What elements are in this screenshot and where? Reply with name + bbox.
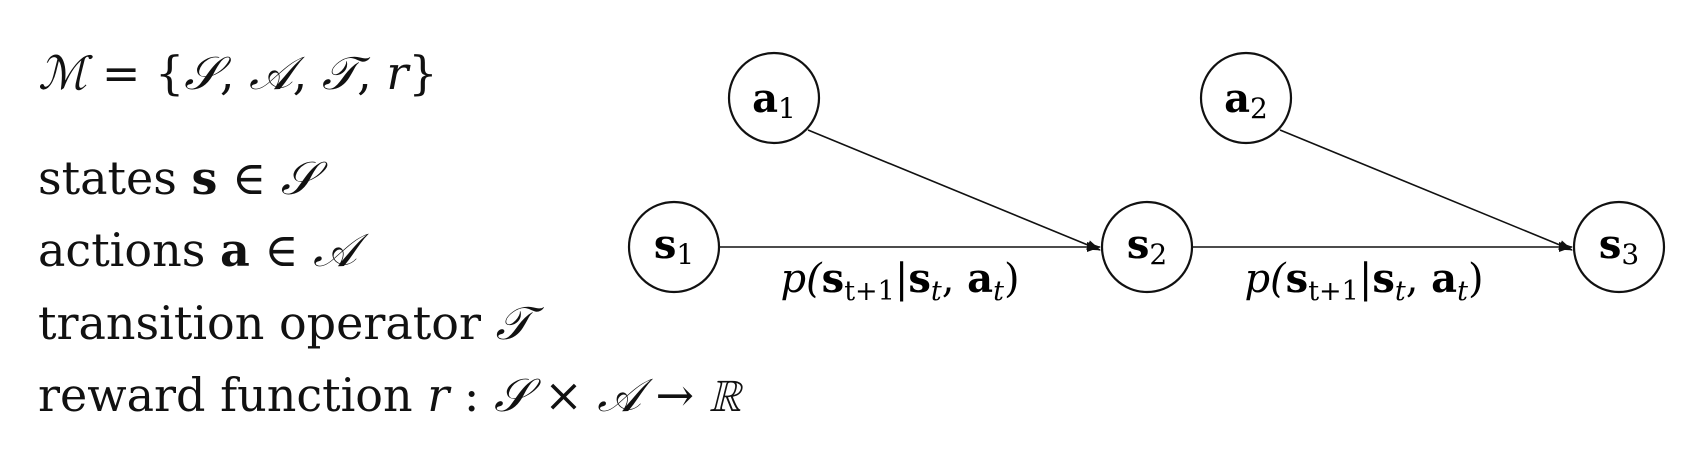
edge-a1-s2 [807, 129, 1101, 251]
mdp-transition-op: 𝒯 [321, 46, 358, 100]
reward-label: reward function [38, 368, 413, 422]
transition-definition: transition operator 𝒯 [38, 300, 531, 346]
action-set-symbol: 𝒜 [313, 223, 357, 277]
node-s2-label: s2 [1127, 221, 1167, 271]
mdp-reward: r [386, 46, 409, 100]
set-close-brace: } [408, 46, 438, 100]
reward-signature: 𝒮 × 𝒜 → ℝ [494, 368, 742, 422]
mdp-definition: ℳ = {𝒮, 𝒜, 𝒯, r} [38, 50, 438, 96]
mdp-action-set: 𝒜 [249, 46, 293, 100]
set-open-brace: { [155, 46, 185, 100]
reward-definition: reward function r : 𝒮 × 𝒜 → ℝ [38, 372, 741, 418]
actions-label: actions [38, 223, 206, 277]
equals-sign: = [101, 46, 141, 100]
transition-label-1: p(st+1|st, at) [780, 255, 1019, 307]
transition-label-2: p(st+1|st, at) [1244, 255, 1483, 307]
element-of-sign: ∈ [232, 151, 267, 205]
node-a1-label: a1 [752, 75, 796, 125]
mdp-sep-1: , [219, 46, 250, 100]
states-label: states [38, 151, 177, 205]
action-symbol: a [219, 223, 250, 277]
states-definition: states s ∈ 𝒮 [38, 155, 316, 201]
transition-label: transition operator [38, 296, 481, 350]
mdp-state-set: 𝒮 [184, 46, 220, 100]
node-s1: s1 [627, 200, 721, 294]
node-a1: a1 [727, 51, 821, 145]
colon-sign: : [463, 368, 480, 422]
node-a2-label: a2 [1224, 75, 1268, 125]
element-of-sign: ∈ [264, 223, 299, 277]
node-s2: s2 [1100, 200, 1194, 294]
transition-symbol: 𝒯 [495, 296, 531, 350]
reward-symbol: r [427, 368, 450, 422]
state-symbol: s [191, 151, 218, 205]
node-a2: a2 [1199, 51, 1293, 145]
mdp-sep-2: , [292, 46, 322, 100]
node-s3: s3 [1572, 200, 1666, 294]
node-s3-label: s3 [1599, 221, 1639, 271]
edge-a2-s3 [1279, 129, 1573, 251]
actions-definition: actions a ∈ 𝒜 [38, 227, 357, 273]
mdp-symbol: ℳ [38, 46, 88, 100]
definitions-panel: ℳ = {𝒮, 𝒜, 𝒯, r} states s ∈ 𝒮 actions a … [38, 0, 741, 476]
mdp-sep-3: , [357, 46, 387, 100]
node-s1-label: s1 [654, 221, 694, 271]
state-set-symbol: 𝒮 [280, 151, 317, 205]
